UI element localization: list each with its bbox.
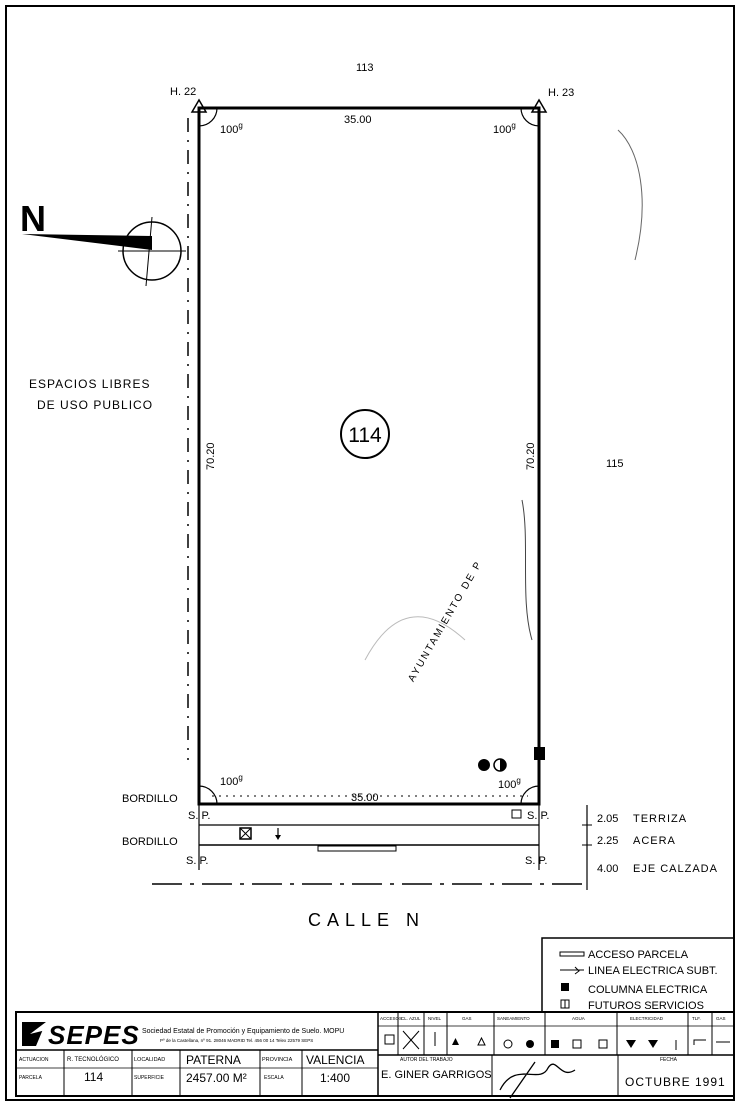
dim-terriza-label: TERRIZA <box>633 813 687 825</box>
escala-value: 1:400 <box>320 1071 350 1085</box>
angle-label-se: 100g <box>498 776 521 791</box>
provincia-value: VALENCIA <box>306 1053 364 1067</box>
electricity-triangle-icon <box>626 1040 636 1048</box>
symbol-filled-circle-icon <box>478 759 490 771</box>
north-arrow-icon: N <box>20 198 186 287</box>
gas-triangle-outline-icon <box>477 1036 486 1046</box>
parcel-number-circle <box>340 409 390 459</box>
electric-box-icon <box>534 747 545 760</box>
org-name: Sociedad Estatal de Promoción y Equipami… <box>142 1028 344 1035</box>
future-services-icon <box>511 809 522 819</box>
street-name: CALLE N <box>308 910 425 930</box>
angle-arc <box>520 785 540 805</box>
dim-eje-value: 4.00 <box>597 863 618 875</box>
curb-bottom-label: BORDILLO <box>122 836 178 848</box>
electric-column-legend-icon <box>561 983 569 991</box>
parcel-access-mark <box>317 845 397 852</box>
legend-item-label: FUTUROS SERVICIOS <box>588 1000 704 1012</box>
svg-text:SEPES: SEPES <box>48 1020 140 1050</box>
fecha-label: FECHA <box>660 1057 678 1063</box>
autor-label: AUTOR DEL TRABAJO <box>400 1057 453 1063</box>
svg-text:N: N <box>20 198 46 239</box>
actuacion-label: ACTUACION <box>19 1057 49 1063</box>
autor-value: E. GINER GARRIGOS <box>381 1069 492 1081</box>
access-icon <box>384 1034 395 1045</box>
angle-arc <box>198 107 218 127</box>
angle-label-ne: 100g <box>493 121 516 136</box>
sepes-logo-icon: SEPES <box>22 1020 140 1050</box>
service-header: SANEAMIENTO <box>497 1016 530 1021</box>
dim-terriza-value: 2.05 <box>597 813 618 825</box>
service-header: NIVEL <box>428 1016 442 1021</box>
dim-eje-label: EJE CALZADA <box>633 863 718 875</box>
legend-item-label: LINEA ELECTRICA SUBT. <box>588 965 718 977</box>
sheet-border <box>5 5 735 1101</box>
superficie-label: SUPERFICIE <box>134 1075 165 1081</box>
depth-left-dimension: 70.20 <box>205 442 217 470</box>
provincia-label: PROVINCIA <box>262 1057 293 1063</box>
handwritten-mark <box>521 499 533 641</box>
parcela-value: 114 <box>84 1070 103 1084</box>
telephone-icon <box>693 1039 706 1045</box>
parcel-number: 114 <box>348 424 382 447</box>
corner-left-label: H. 22 <box>170 86 196 98</box>
angle-label-nw: 100g <box>220 121 243 136</box>
stamp-arc <box>364 616 466 661</box>
gas-triangle-icon <box>452 1038 459 1045</box>
superficie-value: 2457.00 M² <box>186 1071 247 1085</box>
parcel-boundary <box>197 106 541 806</box>
sp-label: S. P. <box>525 855 547 867</box>
corner-right-label: H. 23 <box>548 87 574 99</box>
sp-label: S. P. <box>527 810 549 822</box>
handwritten-mark <box>617 129 643 261</box>
service-header: ACCESOS <box>380 1016 402 1021</box>
dim-acera-value: 2.25 <box>597 835 618 847</box>
parcela-label: PARCELA <box>19 1075 43 1081</box>
curb-top-label: BORDILLO <box>122 793 178 805</box>
legend-item-label: ACCESO PARCELA <box>588 949 689 961</box>
fecha-value: OCTUBRE 1991 <box>625 1075 726 1089</box>
neighbor-north-label: 113 <box>356 62 374 74</box>
localidad-label: LOCALIDAD <box>134 1057 165 1063</box>
service-header: TLF. <box>692 1016 701 1021</box>
escala-label: ESCALA <box>264 1075 284 1081</box>
service-header: ELECTRICIDAD <box>630 1016 664 1021</box>
water-icon <box>551 1040 559 1048</box>
water-outline-icon <box>572 1039 582 1049</box>
angle-arc <box>198 785 218 805</box>
water-box-icon <box>598 1039 608 1049</box>
sanitation-icon <box>503 1039 513 1049</box>
service-header: CL. AZUL <box>401 1016 421 1021</box>
service-header: GAS <box>716 1016 726 1021</box>
sp-label: S. P. <box>186 855 208 867</box>
public-space-line1: ESPACIOS LIBRES <box>29 377 150 391</box>
org-address: Pº de la Castellana, nº 91. 28046 MADRID… <box>160 1038 313 1043</box>
width-top-dimension: 35.00 <box>344 114 372 126</box>
angle-arc <box>520 107 540 127</box>
neighbor-east-label: 115 <box>606 458 624 470</box>
service-header: AGUA <box>572 1016 585 1021</box>
legend-item-label: COLUMNA ELECTRICA <box>588 984 708 996</box>
sp-label: S. P. <box>188 810 210 822</box>
sanitation-filled-icon <box>526 1040 534 1048</box>
dim-acera-label: ACERA <box>633 835 676 847</box>
electricity-triangle-icon <box>648 1040 658 1048</box>
public-space-line2: DE USO PUBLICO <box>37 398 153 412</box>
stamp-text: AYUNTAMIENTO DE P <box>406 559 484 684</box>
localidad-value: PATERNA <box>186 1053 241 1067</box>
title-block <box>15 1011 735 1097</box>
blue-key-cross-icon <box>402 1030 420 1050</box>
service-header: GAS <box>462 1016 472 1021</box>
depth-right-dimension: 70.20 <box>525 442 537 470</box>
access-symbol-icon <box>559 951 585 957</box>
angle-label-sw: 100g <box>220 773 243 788</box>
ref-label: R. TECNOLÓGICO <box>67 1056 119 1063</box>
signature-icon <box>499 1061 576 1099</box>
width-bottom-dimension: 35.00 <box>351 792 379 804</box>
